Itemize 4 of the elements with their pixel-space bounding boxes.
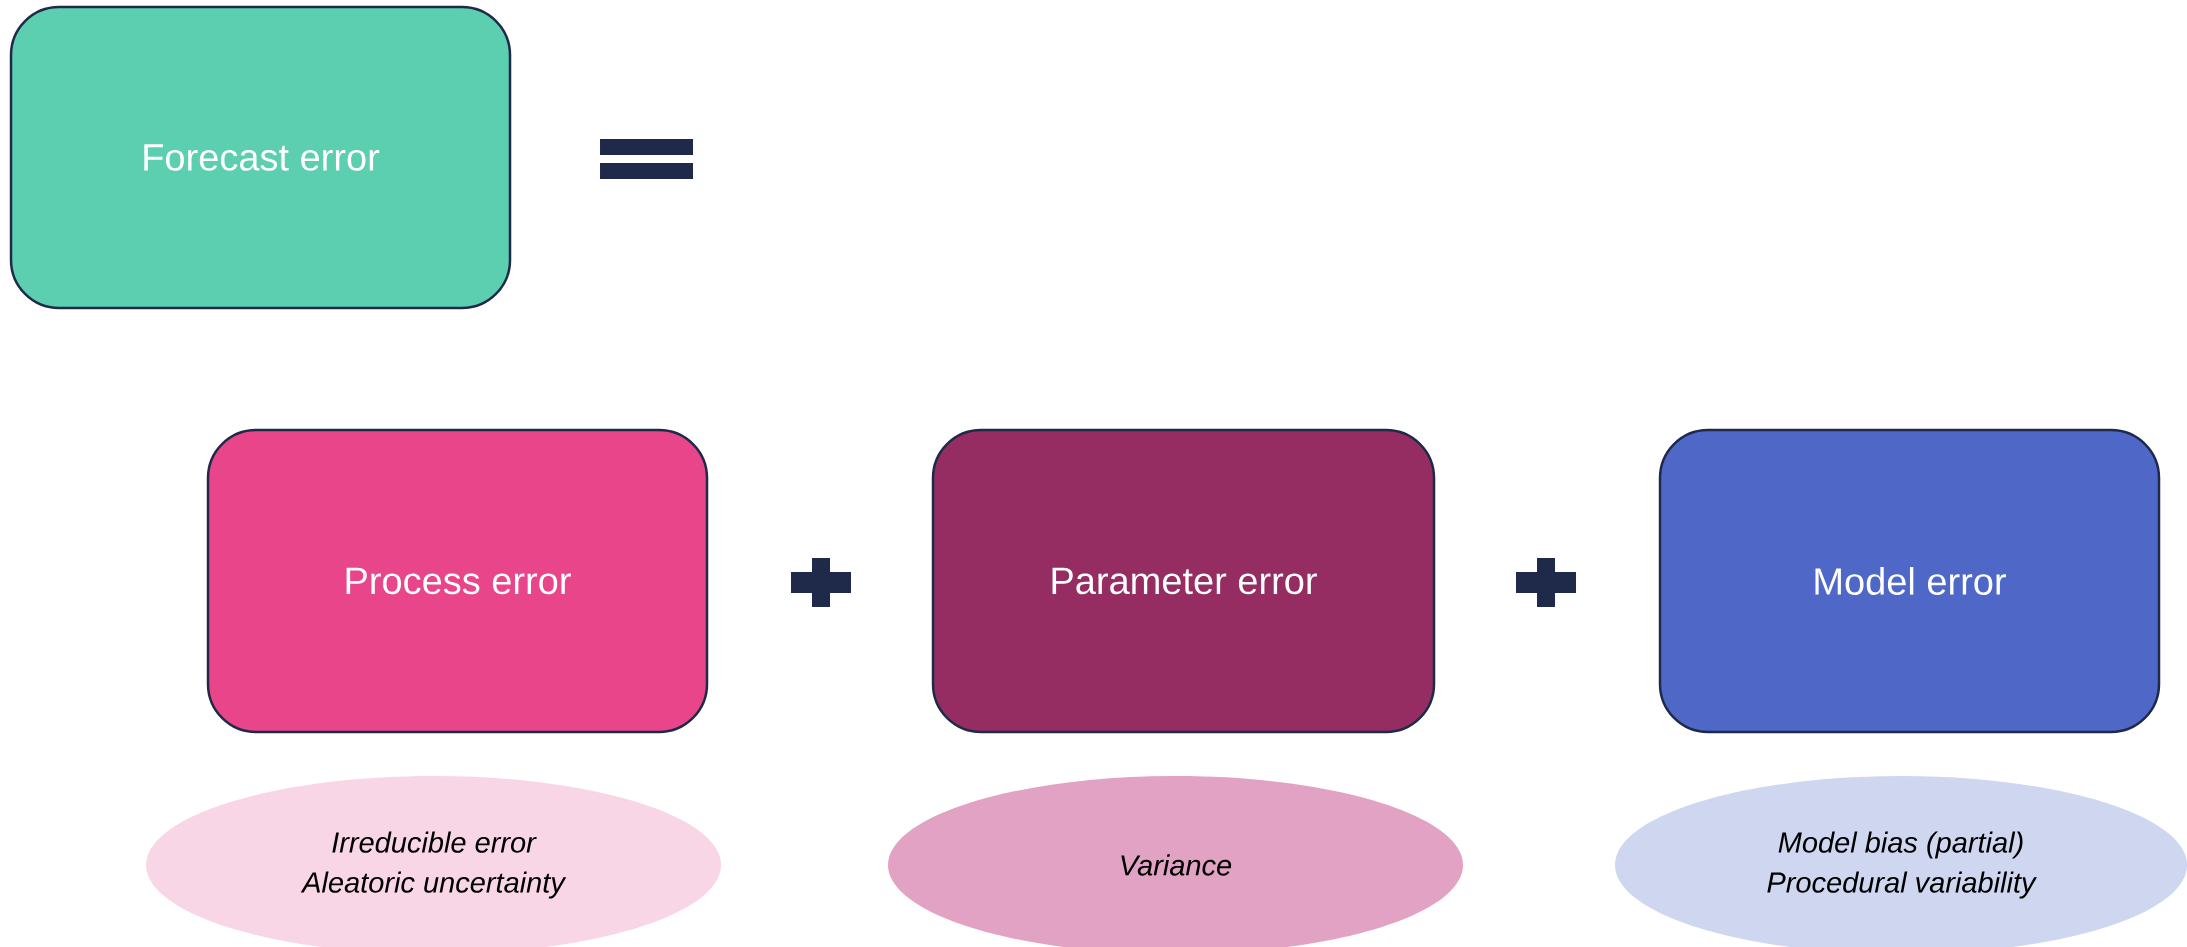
error-box: Model error xyxy=(1658,428,2161,734)
error-box: Process error xyxy=(206,428,709,734)
error-box: Forecast error xyxy=(9,5,512,310)
error-box: Parameter error xyxy=(931,428,1436,734)
